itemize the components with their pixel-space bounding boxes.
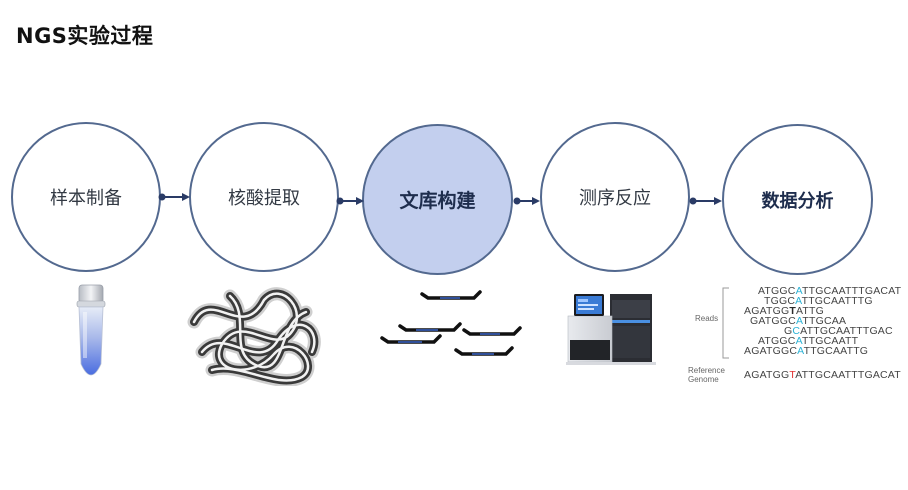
read-sequence: TGGCATTGCAATTTG (764, 295, 873, 307)
step-label: 数据分析 (761, 190, 834, 212)
read-sequence: ATGGCATTGCAATT (758, 335, 859, 347)
reference-genome-label: Reference Genome (688, 366, 725, 384)
step-nucleic-acid-extraction: 核酸提取 (189, 122, 339, 272)
arrow-connector-1 (158, 193, 190, 201)
step-label: 测序反应 (579, 188, 651, 209)
page-title: NGS实验过程 (16, 24, 154, 48)
reads-label: Reads (695, 314, 719, 323)
read-sequence: GCATTGCAATTTGAC (784, 325, 893, 337)
library-fragments-icon (380, 290, 522, 356)
sequencer-machine-icon (566, 294, 656, 365)
arrow-connector-4 (689, 197, 722, 205)
step-sample-prep: 样本制备 (11, 122, 161, 272)
sample-tube-icon (76, 284, 106, 376)
arrow-connector-2 (336, 197, 364, 205)
step-data-analysis: 数据分析 (722, 124, 873, 275)
reads-bracket (722, 287, 729, 359)
read-alignment-panel: Reads ATGGCATTGCAATTTGACAT TGGCATTGCAATT… (680, 282, 904, 392)
read-sequence: ATGGCATTGCAATTTGACAT (758, 285, 902, 297)
step-label: 核酸提取 (228, 188, 300, 209)
read-sequence: AGATGGCATTGCAATTG (744, 345, 869, 357)
arrow-connector-3 (513, 197, 540, 205)
step-label: 文库构建 (399, 190, 476, 212)
step-library-construction: 文库构建 (362, 124, 513, 275)
reference-sequence: AGATGGTATTGCAATTTGACAT (744, 369, 901, 381)
read-sequence: AGATGGTATTG (744, 305, 824, 317)
step-label: 样本制备 (50, 188, 122, 209)
step-sequencing-reaction: 测序反应 (540, 122, 690, 272)
nucleic-acid-tangle-icon (187, 287, 321, 386)
read-sequence: GATGGCATTGCAA (750, 315, 847, 327)
